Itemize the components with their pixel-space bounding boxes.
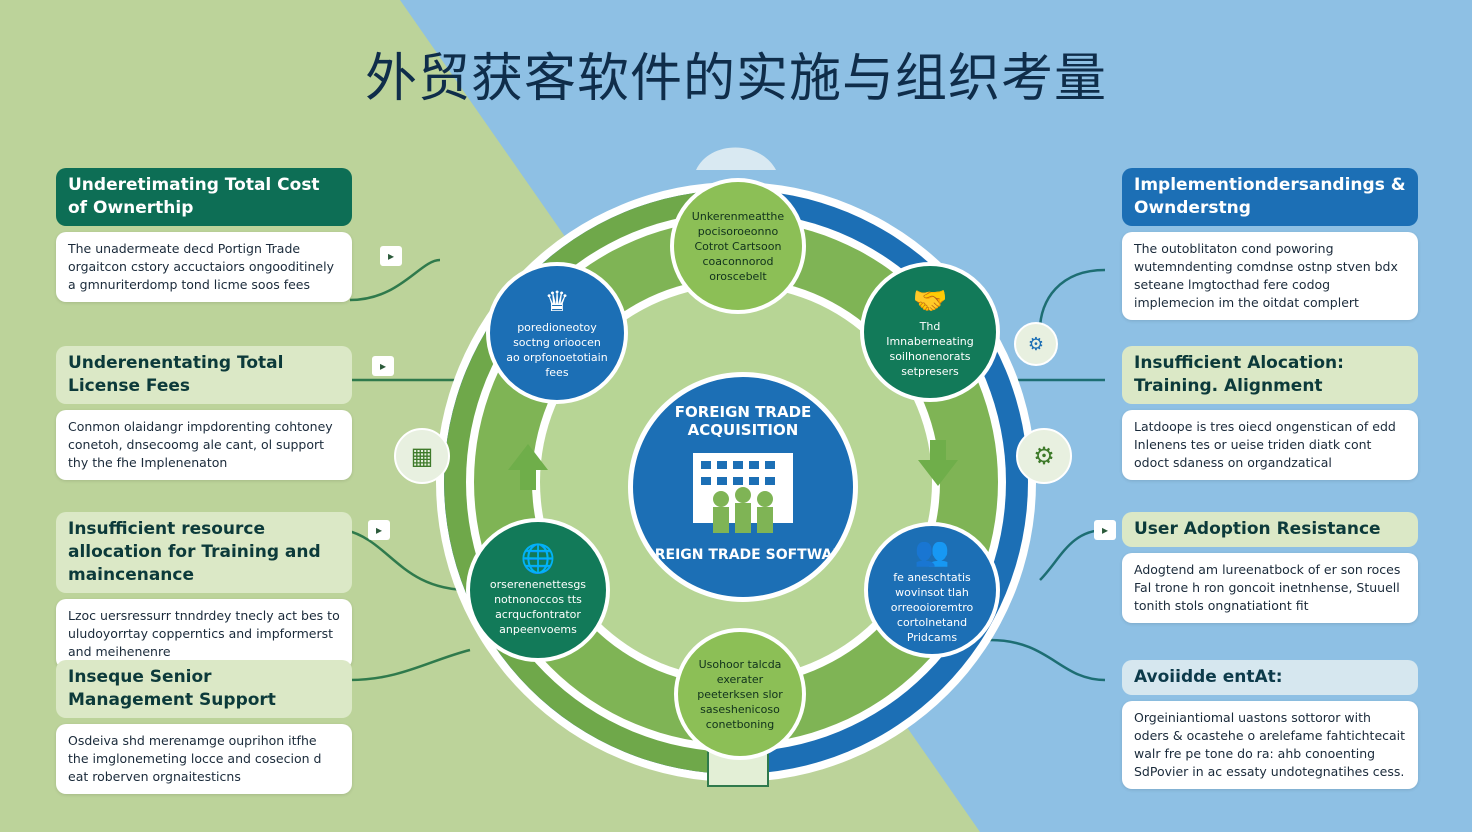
card-body: Osdeiva shd merenamge ouprihon itfhe the…: [56, 724, 352, 794]
card-right-4: Avoiidde entAt: Orgeiniantiomal uastons …: [1122, 660, 1418, 789]
card-body: Lzoc uersressurr tnndrdey tnecly act bes…: [56, 599, 352, 669]
link-tag: ▸: [372, 356, 394, 376]
card-body: Adogtend am lureenatbock of er son roces…: [1122, 553, 1418, 623]
card-heading: Implementiondersandings & Ownderstng: [1122, 168, 1418, 226]
card-heading: Underetimating Total Cost of Ownerthip: [56, 168, 352, 226]
node-label: Usohoor talcda exerater peeterksen slor …: [697, 657, 783, 731]
card-right-3: User Adoption Resistance Adogtend am lur…: [1122, 512, 1418, 623]
crown-icon: ♛: [544, 285, 570, 318]
gear-icon: ⚙: [1016, 428, 1072, 484]
card-heading: Underenentating Total License Fees: [56, 346, 352, 404]
node-label: Thd Imnaberneating soilhonenorats setpre…: [886, 320, 974, 378]
card-heading: Insufficient resource allocation for Tra…: [56, 512, 352, 593]
node-label: Unkerenmeatthe pocisoroeonno Cotrot Cart…: [691, 209, 785, 283]
chart-icon: ▦: [394, 428, 450, 484]
settings-icon: ⚙: [1014, 322, 1058, 366]
globe-icon: 🌐: [520, 542, 556, 575]
card-body: Orgeiniantiomal uastons sottoror with od…: [1122, 701, 1418, 789]
card-left-3: Insufficient resource allocation for Tra…: [56, 512, 352, 669]
card-body: The outoblitaton cond poworing wutemnden…: [1122, 232, 1418, 320]
center-top-text: FOREIGN TRADE ACQUISITION: [674, 403, 812, 439]
ring-node-top: Unkerenmeatthe pocisoroeonno Cotrot Cart…: [670, 178, 806, 314]
building-icon: [693, 453, 793, 533]
card-right-1: Implementiondersandings & Ownderstng The…: [1122, 168, 1418, 320]
card-left-2: Underenentating Total License Fees Conmo…: [56, 346, 352, 480]
ring-node-bottom-left: 🌐 orserenenettesgs notnonoccos tts acrqu…: [466, 518, 610, 662]
card-left-1: Underetimating Total Cost of Ownerthip T…: [56, 168, 352, 302]
ring-node-bottom: Usohoor talcda exerater peeterksen slor …: [674, 628, 806, 760]
link-tag: ▸: [1094, 520, 1116, 540]
handshake-icon: 🤝: [912, 284, 948, 317]
card-body: Conmon olaidangr impdorenting cohtoney c…: [56, 410, 352, 480]
link-tag: ▸: [368, 520, 390, 540]
card-right-2: Insufficient Alocation: Training. Alignm…: [1122, 346, 1418, 480]
card-body: Latdoope is tres oiecd ongenstican of ed…: [1122, 410, 1418, 480]
card-heading: User Adoption Resistance: [1122, 512, 1418, 547]
ring-node-top-left: ♛ poredioneotoy soctng orioocen ao orpfo…: [486, 262, 628, 404]
node-label: orserenenettesgs notnonoccos tts acrqucf…: [489, 578, 587, 636]
node-label: poredioneotoy soctng orioocen ao orpfono…: [506, 321, 608, 379]
center-emblem: FOREIGN TRADE ACQUISITION FOREIGN TRADE …: [628, 372, 858, 602]
link-tag: ▸: [380, 246, 402, 266]
card-heading: Avoiidde entAt:: [1122, 660, 1418, 695]
card-heading: Inseque Senior Management Support: [56, 660, 352, 718]
card-body: The unadermeate decd Portign Trade orgai…: [56, 232, 352, 302]
ring-node-bottom-right: 👥 fe aneschtatis wovinsot tlah orreooior…: [864, 522, 1000, 658]
ring-node-top-right: 🤝 Thd Imnaberneating soilhonenorats setp…: [860, 262, 1000, 402]
node-label: fe aneschtatis wovinsot tlah orreooiorem…: [890, 570, 974, 644]
card-left-4: Inseque Senior Management Support Osdeiv…: [56, 660, 352, 794]
page-title: 外贸获客软件的实施与组织考量: [364, 49, 1107, 109]
card-heading: Insufficient Alocation: Training. Alignm…: [1122, 346, 1418, 404]
team-icon: 👥: [914, 534, 950, 568]
center-bottom-text: FOREIGN TRADE SOFTWARE: [633, 547, 853, 563]
